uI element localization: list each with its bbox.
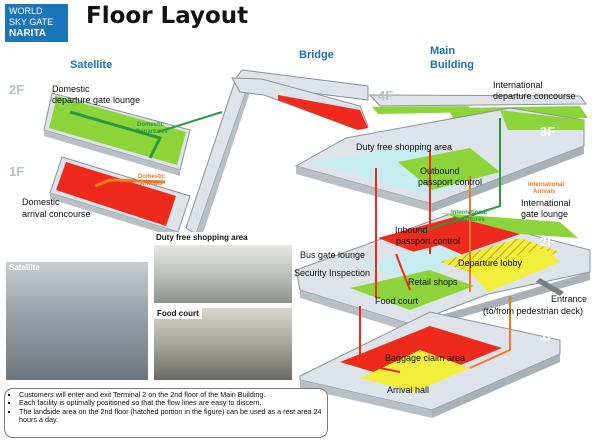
label-duty-free: Duty free shopping area	[356, 142, 452, 152]
photo-food-court: Food court	[154, 308, 292, 380]
label-domestic-arrival-2: arrival concourse	[22, 209, 91, 219]
note-1: Customers will enter and exit Terminal 2…	[19, 390, 323, 399]
label-inbound-1: Inbound	[395, 225, 428, 235]
floor-2f-left: 2F	[9, 82, 24, 97]
label-retail: Retail shops	[408, 277, 458, 287]
floor-1f-left: 1F	[9, 164, 24, 179]
page-title: Floor Layout	[86, 3, 249, 29]
label-entrance-1: Entrance	[551, 294, 587, 304]
label-intl-gate-lounge-1: International	[521, 198, 571, 208]
photo-duty-free	[154, 245, 292, 303]
label-intl-arrivals-1: International	[528, 182, 564, 188]
label-outbound-2: passport control	[418, 177, 482, 187]
label-outbound-1: Outbound	[420, 166, 460, 176]
label-entrance-2: (to/from pedestrian deck)	[483, 306, 583, 316]
label-dom-departures-2: Departures	[136, 129, 168, 135]
note-2: Each facility is optimally positioned so…	[19, 398, 323, 407]
label-food-court: Food court	[375, 296, 419, 306]
label-arrival-hall: Arrival hall	[387, 385, 429, 395]
label-intl-dep-concourse-2: departure concourse	[493, 91, 576, 101]
photo-satellite: Satellite	[6, 262, 148, 380]
inbound-passport-area	[378, 216, 520, 262]
label-intl-arrivals-2: Arrivals	[533, 189, 556, 195]
label-intl-gate-lounge-2: gate lounge	[521, 209, 568, 219]
main-1f	[299, 311, 561, 418]
entrance-arrow	[536, 278, 564, 296]
label-domestic-departure-2: departure gate lounge	[52, 95, 140, 105]
floor-3f: 3F	[540, 124, 555, 139]
domestic-departure-lounge-area	[49, 96, 186, 165]
logo-line-2: SKY GATE	[9, 17, 54, 27]
logo: WORLD SKY GATE NARITA	[5, 4, 68, 42]
label-dom-arrivals-1: Domestic	[138, 174, 166, 180]
photo-duty-free-caption: Duty free shopping area	[156, 233, 248, 242]
label-security: Security Inspection	[294, 268, 370, 278]
label-intl-departures-1: International	[451, 210, 487, 216]
section-bridge: Bridge	[299, 49, 334, 61]
logo-line-1: WORLD	[9, 6, 43, 16]
label-domestic-departure-1: Domestic	[52, 84, 90, 94]
logo-line-3: NARITA	[9, 28, 47, 39]
satellite-2f	[43, 92, 191, 176]
floor-2f: 2F	[540, 234, 555, 249]
domestic-arrival-concourse-area	[56, 162, 176, 226]
section-main-building: Building	[430, 59, 474, 71]
flow-lines	[359, 118, 511, 373]
photo-duty-free-caption-box: Duty free shopping area	[154, 232, 292, 244]
floor-1f: 1F	[540, 328, 555, 343]
photo-satellite-caption: Satellite	[9, 263, 40, 272]
label-dom-departures-1: Domestic	[137, 122, 165, 128]
label-baggage: Baggage claim area	[385, 353, 465, 363]
section-main: Main	[430, 45, 455, 57]
label-domestic-arrival-1: Domestic	[22, 197, 60, 207]
label-departure-lobby: Departure lobby	[458, 258, 523, 268]
label-bus-gate: Bus gate lounge	[300, 250, 365, 260]
note-3: The landside area on the 2nd floor (hatc…	[19, 407, 323, 425]
photo-food-court-caption: Food court	[154, 308, 202, 319]
label-intl-dep-concourse-1: International	[493, 80, 543, 90]
notes-box: Customers will enter and exit Terminal 2…	[4, 388, 328, 438]
section-satellite: Satellite	[70, 59, 112, 71]
label-dom-arrivals-2: Arrivals	[140, 181, 163, 187]
label-intl-departures-2: Departures	[453, 217, 485, 223]
floor-4f: 4F	[378, 88, 393, 103]
label-inbound-2: passport control	[396, 236, 460, 246]
bridge	[157, 69, 369, 236]
